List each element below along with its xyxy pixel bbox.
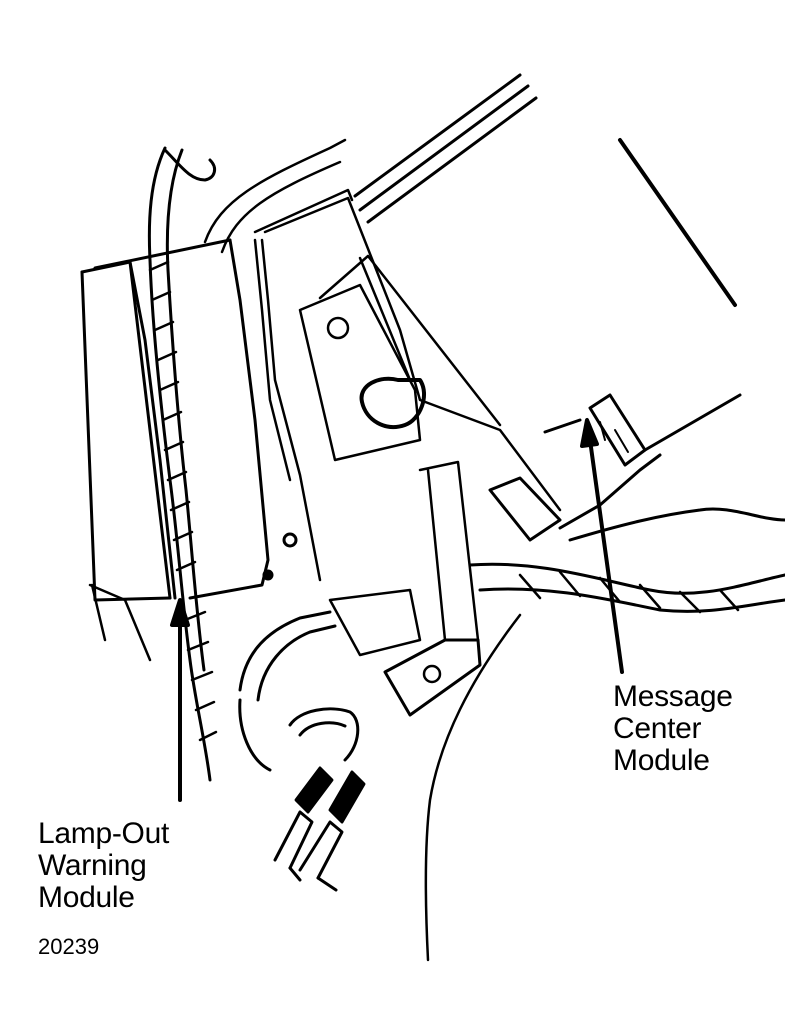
wiring-harness-lower <box>238 610 366 892</box>
label-line: Lamp-Out <box>38 817 169 850</box>
wiring-harness-left <box>147 146 218 782</box>
label-line: Module <box>38 881 135 914</box>
label-line: Warning <box>38 849 147 882</box>
message-center-arrow-head <box>580 418 599 448</box>
lamp-out-warning-module-label: Lamp-Out Warning Module <box>38 818 169 914</box>
lower-dash-contour <box>88 583 522 962</box>
message-center-module <box>543 393 742 467</box>
leader-arrows <box>170 418 624 802</box>
figure-number: 20239 <box>38 934 100 959</box>
lamp-out-module-box <box>80 238 298 602</box>
label-line: Center <box>613 712 702 745</box>
label-line: Message <box>613 680 733 713</box>
lamp-out-arrow-head <box>170 598 190 627</box>
mounting-bracket <box>263 196 562 717</box>
label-line: Module <box>613 744 710 777</box>
windshield-frame-lines <box>353 73 737 307</box>
message-center-module-label: Message Center Module <box>613 681 733 777</box>
wiring-harness-right <box>468 453 785 614</box>
